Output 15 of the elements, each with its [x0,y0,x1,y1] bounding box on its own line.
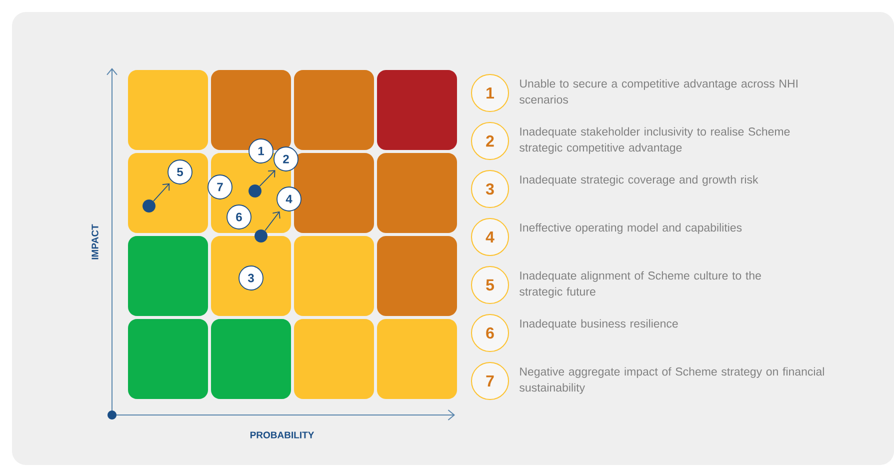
trend-arrow [264,211,280,232]
trend-arrow [153,183,170,202]
trend-arrow [259,170,276,187]
risk-description: Inadequate alignment of Scheme culture to the strategic future [520,271,761,298]
risk-description: Inadequate stakeholder inclusivity to realise Scheme strategic competitive advantage [520,127,790,154]
risk-description: Inadequate strategic coverage and growth risk [520,175,758,186]
risk-description: Unable to secure a competitive advantage across NHI scenarios [520,79,798,104]
risk-description: Ineffective operating model and capabilities [520,223,742,234]
start-dot [254,230,268,242]
risk-description: Negative aggregate impact of Scheme strategy on financial sustainability [520,367,824,394]
risk-description: Inadequate business resilience [520,319,678,330]
start-dot [142,200,156,212]
axis-label: IMPACT [92,224,98,260]
axis-label: PROBABILITY [250,432,314,438]
start-dot [248,184,262,198]
